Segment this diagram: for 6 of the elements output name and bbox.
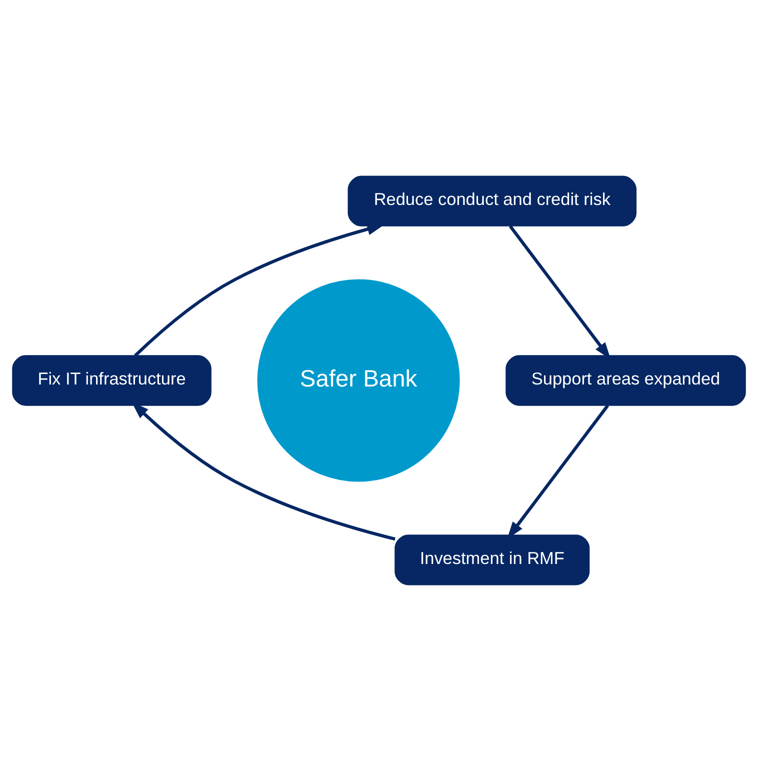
node-circle: Safer Bank [257, 279, 460, 482]
arrow [134, 223, 384, 357]
node-box: Support areas expanded [506, 355, 746, 406]
node-box: Reduce conduct and credit risk [348, 176, 637, 226]
node-box: Investment in RMF [394, 534, 590, 586]
node-box: Fix IT infrastructure [12, 355, 212, 406]
